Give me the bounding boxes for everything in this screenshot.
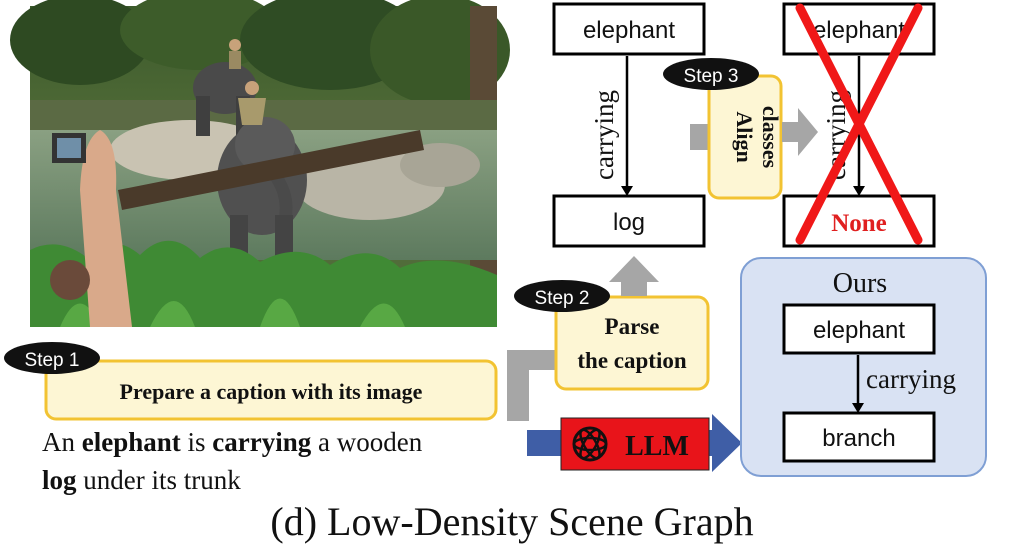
step3-badge-text: Step 3 [684,66,739,87]
caption-text: under its trunk [76,465,241,495]
aligned-edge-arrowhead [853,186,865,196]
gray-arrow-step1-to-step2 [507,350,555,421]
caption-text: is [180,427,213,457]
parsed-object-label: log [613,209,645,236]
aligned-subject-label: elephant [813,17,905,44]
step3-label-line1: Align [732,111,757,162]
llm-label: LLM [625,431,689,462]
caption-line-1: An elephant is carrying a wooden [42,427,422,458]
step1-label: Prepare a caption with its image [120,379,423,404]
ours-edge-arrowhead [852,403,864,413]
parsed-graph: elephant carrying log [552,2,706,248]
aligned-object-label: None [831,210,887,237]
parsed-object-node [552,194,706,248]
step3-box: Align classes [707,74,783,200]
step1-badge: Step 1 [4,342,100,374]
gray-arrow-step3-to-aligned [782,108,818,156]
ours-subject-label: elephant [813,317,905,344]
ours-panel: Ours elephant carrying branch [740,257,987,477]
caption-text: a wooden [311,427,423,457]
ours-object-node [782,411,936,463]
aligned-graph: elephant carrying None [782,2,936,248]
parsed-relation-label: carrying [589,90,619,180]
ours-title: Ours [833,268,887,299]
llm-box: LLM [560,417,710,471]
gray-arrow-to-step3 [690,124,710,150]
gray-arrow-up [609,256,659,296]
step1-badge-text: Step 1 [25,350,80,371]
ours-relation-label: carrying [866,364,956,394]
step3-label-line2: classes [758,106,783,169]
step1-box: Prepare a caption with its image [44,359,498,421]
step2-label-line2: the caption [577,348,686,373]
parsed-subject-node [552,2,706,56]
caption-text: An [42,427,82,457]
step3-badge: Step 3 [663,58,759,90]
figure-title: (d) Low-Density Scene Graph [270,499,754,544]
caption-line-2: log under its trunk [42,465,241,496]
step2-badge-text: Step 2 [535,288,590,309]
ours-subject-node [782,303,936,355]
caption-keyword: carrying [212,427,312,457]
elephant-photo [10,0,510,327]
step2-label-line1: Parse [605,314,660,339]
caption-keyword: log [42,465,77,495]
caption-keyword: elephant [81,427,181,457]
parsed-subject-label: elephant [583,17,675,44]
cross-line-2 [795,3,923,245]
openai-logo-icon [572,426,608,462]
parsed-edge-arrowhead [621,186,633,196]
step2-badge: Step 2 [514,280,610,312]
step2-box: Parse the caption [554,295,710,391]
ours-object-label: branch [822,425,895,452]
